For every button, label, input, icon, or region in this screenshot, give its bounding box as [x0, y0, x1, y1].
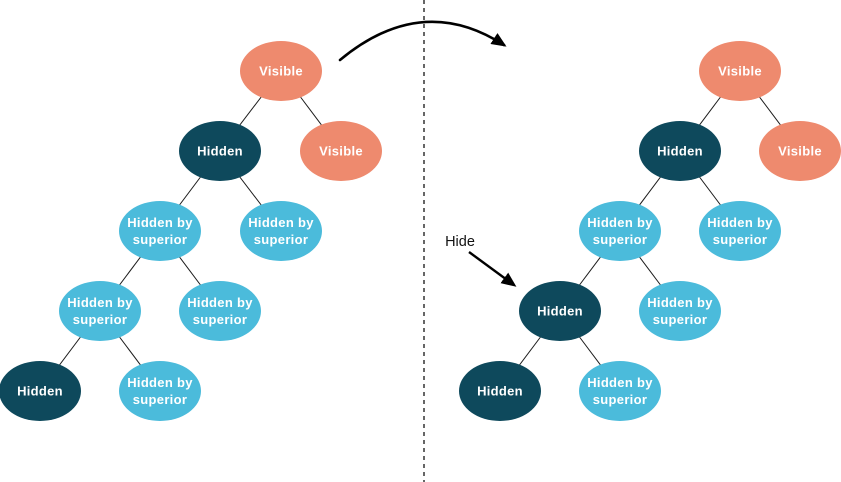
node-label-line: Hidden	[477, 384, 523, 399]
hidden-ellipse	[459, 361, 541, 421]
hidden-by-superior-ellipse	[119, 361, 201, 421]
node-label: Visible	[778, 144, 822, 159]
node-label: Hidden	[477, 384, 523, 399]
node-label-line: superior	[593, 392, 647, 407]
tree-node-hidden: Hidden	[0, 361, 81, 421]
node-label-line: Visible	[259, 64, 303, 79]
node-label: Visible	[718, 64, 762, 79]
tree-node-hidden-by-superior: Hidden by superior	[699, 201, 781, 261]
node-label-line: superior	[133, 392, 187, 407]
tree-node-hidden-by-superior: Hidden by superior	[579, 361, 661, 421]
node-label: Hidden by superior	[587, 215, 653, 247]
node-label-line: superior	[593, 232, 647, 247]
node-label: Hidden	[537, 304, 583, 319]
tree-node-hidden: Hidden	[519, 281, 601, 341]
tree-node-hidden: Hidden	[459, 361, 541, 421]
node-label: Hidden by superior	[127, 375, 193, 407]
node-label-line: Hidden by	[187, 295, 253, 310]
tree-node-hidden-by-superior: Hidden by superior	[579, 201, 661, 261]
hidden-by-superior-ellipse	[639, 281, 721, 341]
node-label: Hidden by superior	[187, 295, 253, 327]
tree-node-hidden-by-superior: Hidden by superior	[179, 281, 261, 341]
visible-ellipse	[240, 41, 322, 101]
node-label: Hidden	[197, 144, 243, 159]
node-label-line: Hidden by	[707, 215, 773, 230]
node-label-line: Visible	[778, 144, 822, 159]
node-label-line: superior	[254, 232, 308, 247]
node-label-line: Hidden by	[127, 215, 193, 230]
tree-node-hidden-by-superior: Hidden by superior	[59, 281, 141, 341]
hidden-by-superior-ellipse	[59, 281, 141, 341]
node-label-line: Hidden	[17, 384, 63, 399]
node-label-line: Hidden	[197, 144, 243, 159]
node-label: Hidden by superior	[127, 215, 193, 247]
tree-node-hidden-by-superior: Hidden by superior	[119, 201, 201, 261]
node-label-line: superior	[133, 232, 187, 247]
node-label: Hidden by superior	[248, 215, 314, 247]
node-label-line: Hidden	[537, 304, 583, 319]
node-label-line: Hidden by	[587, 215, 653, 230]
hide-annotation-label: Hide	[445, 234, 475, 250]
node-label-line: Visible	[718, 64, 762, 79]
tree-node-hidden-by-superior: Hidden by superior	[119, 361, 201, 421]
hidden-ellipse	[519, 281, 601, 341]
visible-ellipse	[300, 121, 382, 181]
tree-node-hidden: Hidden	[639, 121, 721, 181]
node-label: Hidden by superior	[67, 295, 133, 327]
node-label-line: superior	[653, 312, 707, 327]
node-label: Hidden by superior	[707, 215, 773, 247]
node-label-line: Hidden by	[647, 295, 713, 310]
tree-node-visible: Visible	[300, 121, 382, 181]
tree-node-visible: Visible	[240, 41, 322, 101]
hidden-ellipse	[179, 121, 261, 181]
hidden-by-superior-ellipse	[699, 201, 781, 261]
node-label-line: Hidden by	[587, 375, 653, 390]
visible-ellipse	[759, 121, 841, 181]
node-label-line: Hidden by	[127, 375, 193, 390]
hidden-by-superior-ellipse	[579, 201, 661, 261]
node-label-line: Hidden by	[67, 295, 133, 310]
transform-arrow	[338, 20, 507, 62]
tree-node-visible: Visible	[699, 41, 781, 101]
node-label-line: superior	[73, 312, 127, 327]
node-label-line: Hidden	[657, 144, 703, 159]
visible-ellipse	[699, 41, 781, 101]
node-label: Hidden by superior	[647, 295, 713, 327]
node-label: Visible	[319, 144, 363, 159]
hidden-ellipse	[639, 121, 721, 181]
node-label: Hidden	[17, 384, 63, 399]
tree-node-hidden: Hidden	[179, 121, 261, 181]
hidden-by-superior-ellipse	[240, 201, 322, 261]
node-label-line: Hidden by	[248, 215, 314, 230]
hidden-by-superior-ellipse	[179, 281, 261, 341]
node-label-line: Visible	[319, 144, 363, 159]
tree-node-hidden-by-superior: Hidden by superior	[240, 201, 322, 261]
hidden-ellipse	[0, 361, 81, 421]
node-label-line: superior	[713, 232, 767, 247]
node-label: Visible	[259, 64, 303, 79]
tree-node-hidden-by-superior: Hidden by superior	[639, 281, 721, 341]
node-label-line: superior	[193, 312, 247, 327]
hide-annotation-arrow	[468, 251, 517, 287]
hidden-by-superior-ellipse	[119, 201, 201, 261]
node-label: Hidden by superior	[587, 375, 653, 407]
node-label: Hidden	[657, 144, 703, 159]
hidden-by-superior-ellipse	[579, 361, 661, 421]
tree-node-visible: Visible	[759, 121, 841, 181]
